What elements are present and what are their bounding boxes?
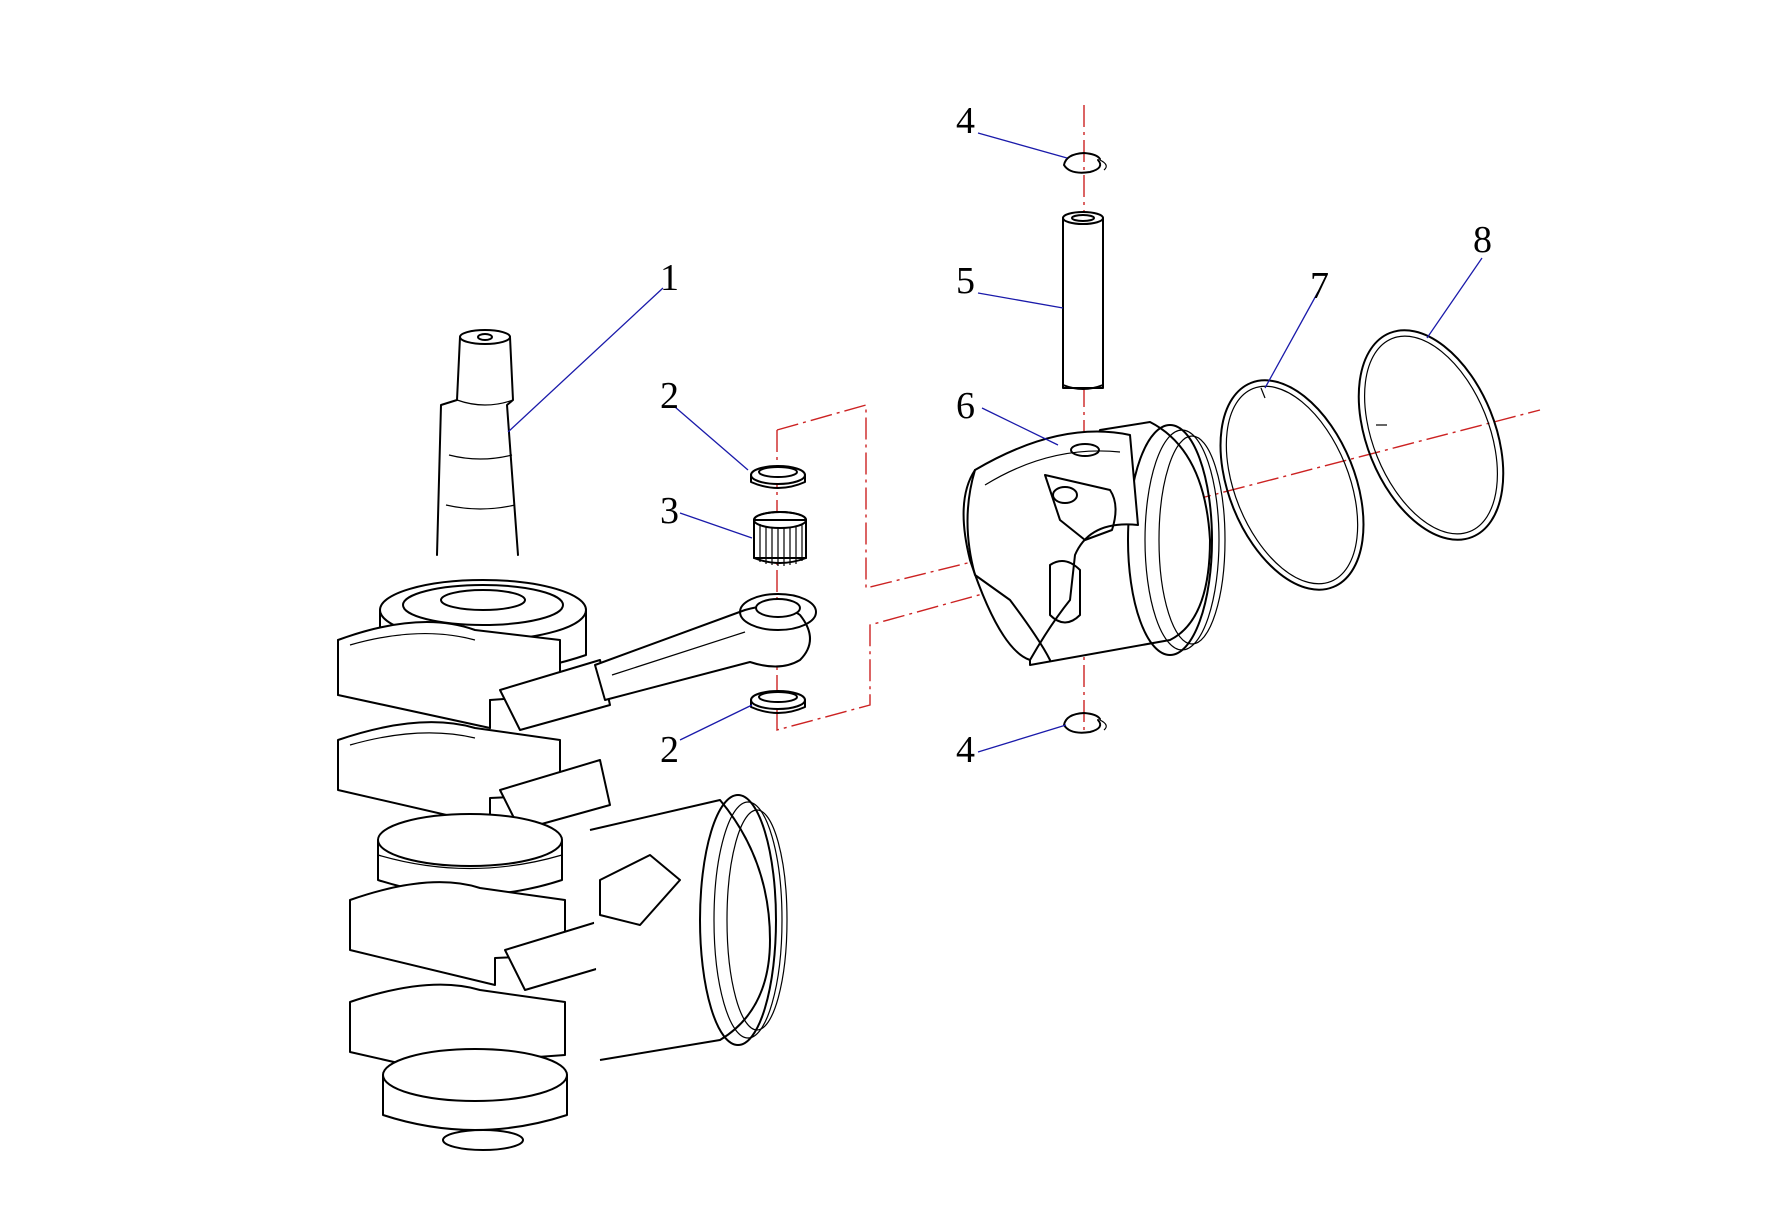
- callout-5: 5: [956, 260, 975, 302]
- callout-8: 8: [1473, 219, 1492, 261]
- thrust-washer-lower: [750, 690, 806, 714]
- callout-7: 7: [1310, 265, 1329, 307]
- needle-bearing: [753, 511, 807, 566]
- circlip-lower: [1063, 712, 1107, 734]
- rod-assembly-bracket-line: [776, 430, 1016, 731]
- callout-1: 1: [660, 257, 679, 299]
- callout-4-lower: 4: [956, 729, 975, 771]
- piston-pin: [1062, 211, 1104, 390]
- leader-line-2b: [679, 704, 753, 741]
- circlip-upper: [1063, 152, 1107, 174]
- callout-2-lower: 2: [660, 729, 679, 771]
- leader-lines: [507, 132, 1483, 753]
- piston-ring-top: [1219, 379, 1365, 591]
- callout-labels: 1 2 2 3 4 4 5 6 7 8: [660, 100, 1492, 771]
- leader-line-8: [1426, 257, 1483, 339]
- leader-line-4a: [977, 132, 1068, 159]
- callout-4-upper: 4: [956, 100, 975, 142]
- callout-3: 3: [660, 490, 679, 532]
- leader-line-6: [981, 407, 1059, 446]
- leader-line-2a: [674, 406, 749, 471]
- leader-line-4b: [977, 724, 1067, 753]
- piston: [962, 421, 1226, 666]
- crankshaft-assembly: [337, 329, 817, 1151]
- callout-2-upper: 2: [660, 375, 679, 417]
- leader-line-3: [679, 512, 753, 539]
- callout-6: 6: [956, 385, 975, 427]
- leader-line-7: [1264, 291, 1319, 389]
- leader-line-1: [507, 287, 664, 433]
- thrust-washer-upper: [750, 465, 806, 489]
- leader-line-5: [977, 292, 1064, 309]
- piston-ring-second: [1357, 329, 1505, 541]
- rod-assembly-bracket-line-upper: [776, 404, 1001, 589]
